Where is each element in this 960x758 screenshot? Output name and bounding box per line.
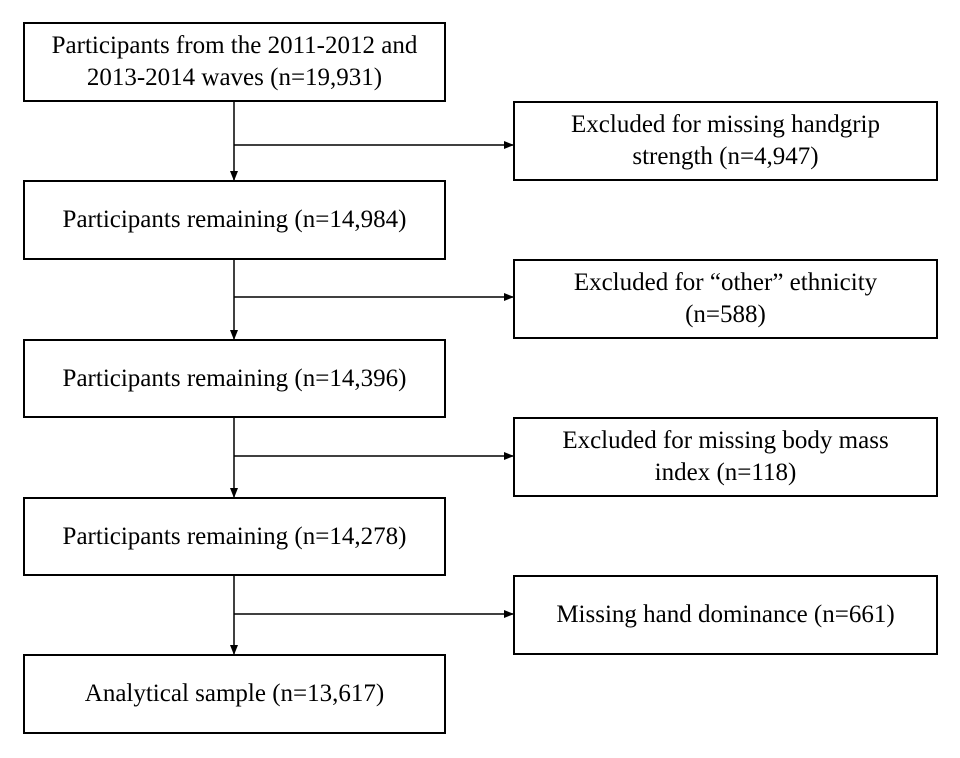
excluded-box-hand-dominance: Missing hand dominance (n=661) (513, 575, 938, 655)
box-text-line-1: Excluded for missing body mass (562, 427, 889, 454)
main-box-initial-participants: Participants from the 2011-2012 and 2013… (23, 22, 446, 102)
box-text-line-2: 2013-2014 waves (n=19,931) (86, 64, 383, 91)
box-text: Analytical sample (n=13,617) (84, 680, 385, 707)
box-text: Excluded for missing body mass index (n=… (562, 425, 888, 489)
box-text-line-2: strength (n=4,947) (632, 143, 819, 170)
box-text: Excluded for missing handgrip strength (… (571, 109, 880, 173)
excluded-box-handgrip: Excluded for missing handgrip strength (… (513, 101, 938, 181)
excluded-box-bmi: Excluded for missing body mass index (n=… (513, 417, 938, 497)
box-text-line-2: (n=588) (685, 301, 766, 328)
box-text-line-1: Excluded for missing handgrip (571, 111, 880, 138)
main-box-remaining-3: Participants remaining (n=14,278) (23, 497, 446, 576)
box-text-line-1: Participants from the 2011-2012 and (51, 32, 418, 59)
box-text: Participants remaining (n=14,278) (62, 522, 407, 550)
box-text: Missing hand dominance (n=661) (556, 601, 895, 628)
excluded-box-ethnicity: Excluded for “other” ethnicity (n=588) (513, 259, 938, 339)
box-text-line-1: Excluded for “other” ethnicity (573, 269, 878, 296)
box-text: Participants remaining (n=14,984) (62, 206, 407, 233)
main-box-remaining-2: Participants remaining (n=14,396) (23, 339, 446, 418)
box-text: Participants from the 2011-2012 and 2013… (52, 30, 418, 94)
box-text: Participants remaining (n=14,396) (62, 364, 407, 392)
box-text: Excluded for “other” ethnicity (n=588) (574, 267, 877, 331)
box-text-line-2: index (n=118) (654, 459, 797, 486)
main-box-remaining-1: Participants remaining (n=14,984) (23, 180, 446, 260)
main-box-analytical-sample: Analytical sample (n=13,617) (23, 654, 446, 734)
